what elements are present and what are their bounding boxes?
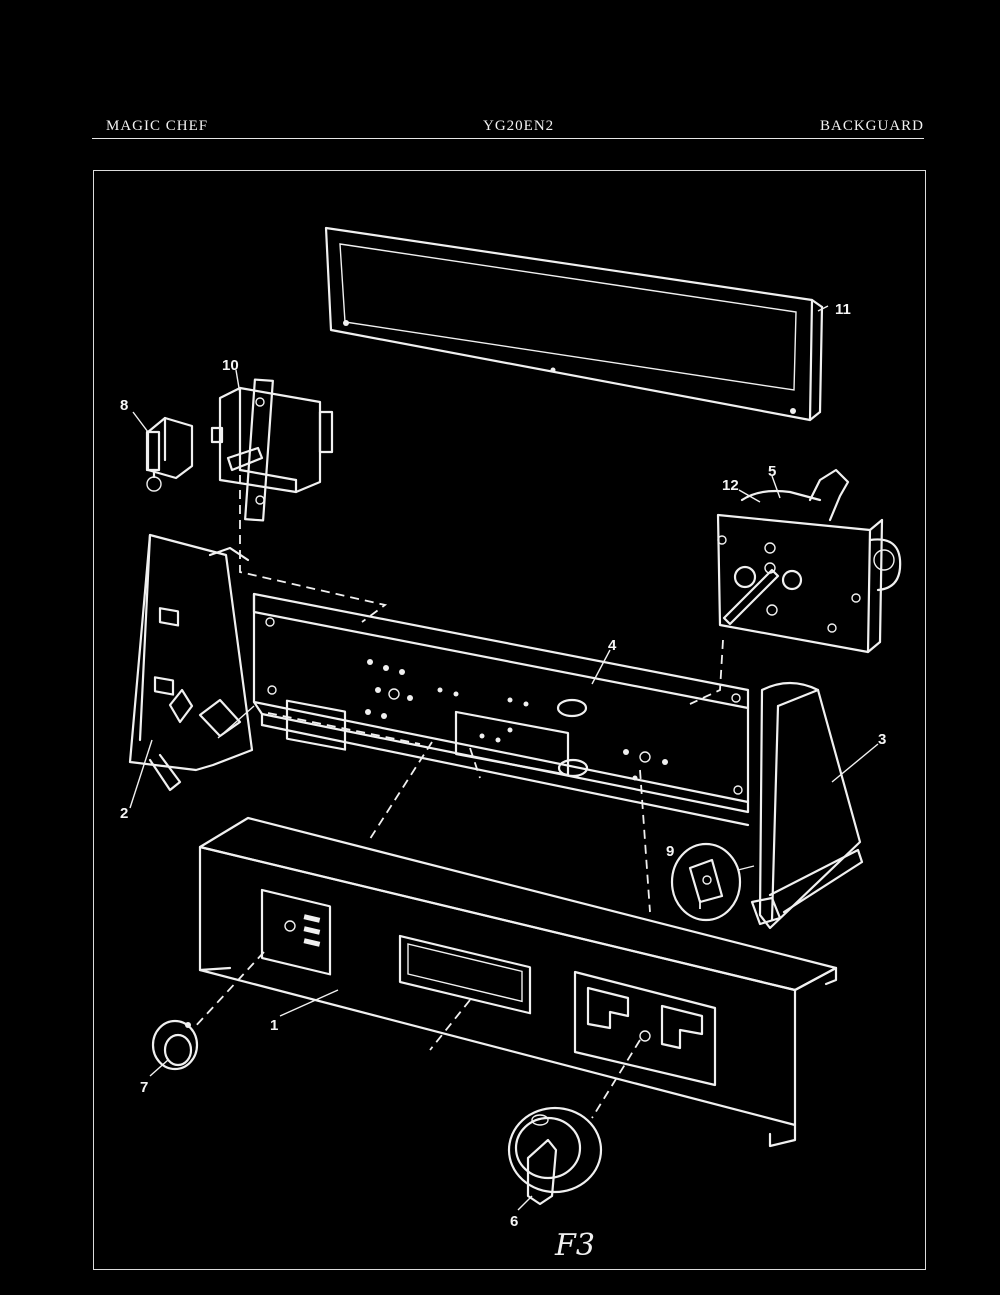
part-control-panel-4[interactable] [252,592,750,827]
diagram-frame [93,170,926,1270]
callout-11: 11 [835,301,851,318]
callout-12: 12 [722,477,739,494]
handwritten-annotation: F3 [554,1228,595,1263]
part-knob-7[interactable] [151,1019,199,1071]
callout-4: 4 [608,637,617,654]
part-clip-9[interactable] [670,842,755,922]
callout-6: 6 [510,1213,518,1230]
callout-2: 2 [120,805,128,822]
callout-9: 9 [666,843,674,860]
part-switch-assembly-10[interactable] [210,378,334,522]
callout-10: 10 [222,357,239,374]
callout-7: 7 [140,1079,148,1096]
section-title: BACKGUARD [820,118,925,134]
part-valve-assembly-12-5[interactable] [716,468,902,654]
part-left-end-cap-2[interactable] [128,533,254,792]
callout-1: 1 [270,1017,278,1034]
header-rule [92,138,924,139]
callout-numbers: 11 10 8 12 5 4 3 2 9 1 7 6 [120,301,886,1230]
brand-label: MAGIC CHEF [106,118,209,134]
page-header: MAGIC CHEF YG20EN2 BACKGUARD [0,118,1000,142]
part-switch-8[interactable] [145,416,194,492]
assembly-dashed-lines [191,475,724,1119]
part-backguard-cover-1[interactable] [198,816,838,1148]
callout-8: 8 [120,397,128,414]
callout-leaders [129,305,879,1211]
callout-5: 5 [768,463,776,480]
handwritten-f3: F3 [554,1228,595,1263]
part-right-end-cap-3[interactable] [750,681,864,930]
part-selector-knob-6[interactable] [507,1106,603,1206]
part-trim-panel-11[interactable] [324,226,824,422]
callout-3: 3 [878,731,886,748]
model-number: YG20EN2 [483,118,555,134]
